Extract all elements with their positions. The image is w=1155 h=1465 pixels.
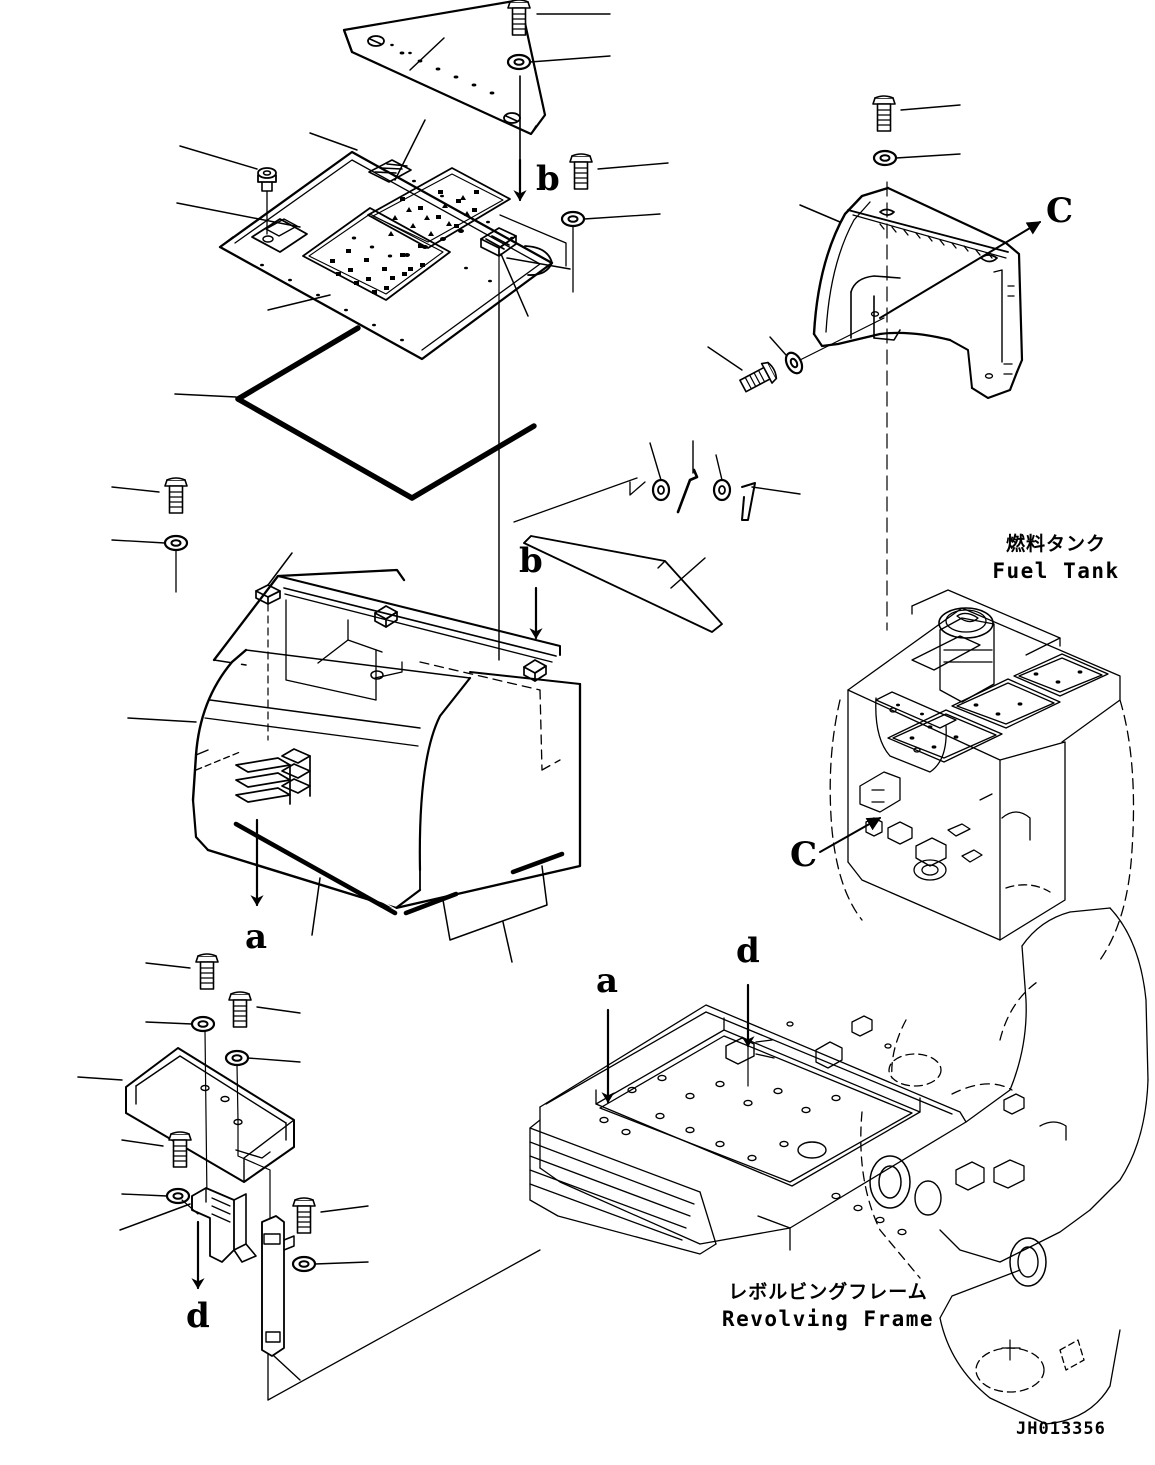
marker-c-lower-arrow bbox=[819, 817, 882, 853]
cover-gasket-seal bbox=[174, 325, 537, 501]
latch-strip bbox=[261, 1215, 301, 1381]
fuel-tank-label-japanese: 燃料タンク bbox=[1005, 533, 1107, 555]
fastener-washer-9 bbox=[291, 1255, 369, 1273]
fastener-bolt-4 bbox=[707, 346, 780, 397]
marker-d-lower: d bbox=[186, 1296, 210, 1336]
fastener-washer-4 bbox=[769, 317, 885, 378]
hinge-pin-clip bbox=[513, 440, 801, 523]
marker-b-top: b bbox=[536, 159, 560, 199]
hood-seal-strips bbox=[233, 820, 565, 963]
fuel-tank bbox=[829, 589, 1135, 961]
leader-hinge bbox=[394, 119, 426, 181]
leader-latch bbox=[506, 257, 571, 270]
marker-d-upper-arrow bbox=[725, 983, 775, 1087]
fastener-washer-7 bbox=[224, 1049, 301, 1247]
fastener-bolt-1 bbox=[507, 0, 611, 36]
revolving-frame bbox=[529, 907, 1149, 1425]
leader-latch2 bbox=[500, 253, 529, 317]
fastener-bolt-6 bbox=[145, 953, 219, 990]
mount-bracket bbox=[119, 1187, 257, 1263]
fastener-bolt-5 bbox=[111, 477, 188, 514]
revolving-frame-label-english: Revolving Frame bbox=[721, 1307, 935, 1331]
fastener-washer-2 bbox=[560, 210, 661, 293]
drawing-number: JH013356 bbox=[1016, 1419, 1106, 1439]
fastener-bolt-7 bbox=[228, 991, 301, 1028]
marker-c-upper: C bbox=[1046, 191, 1074, 231]
gas-stay-rod bbox=[523, 535, 723, 633]
marker-d-upper: d bbox=[736, 931, 760, 971]
leader-vent-b bbox=[267, 294, 331, 311]
fastener-bolt-3 bbox=[872, 95, 961, 132]
marker-a-upper: a bbox=[245, 917, 268, 957]
leader-cover-top bbox=[309, 132, 358, 151]
fastener-washer-5 bbox=[111, 534, 189, 593]
fuel-tank-label-english: Fuel Tank bbox=[992, 559, 1120, 583]
marker-c-lower: C bbox=[790, 835, 818, 875]
top-cover-panel bbox=[218, 150, 554, 361]
marker-c-upper-arrow bbox=[879, 221, 1042, 319]
leader-hood-left bbox=[127, 717, 197, 723]
leader-hinge-path bbox=[499, 214, 567, 267]
fastener-washer-1 bbox=[506, 53, 611, 71]
perforated-strip bbox=[342, 0, 547, 136]
fastener-washer-8 bbox=[121, 1187, 199, 1215]
fastener-washer-6 bbox=[145, 1015, 216, 1201]
rubber-bumper bbox=[179, 145, 277, 235]
leader-cover-left bbox=[176, 202, 301, 228]
engine-hood bbox=[191, 552, 582, 910]
fastener-washer-3 bbox=[872, 149, 961, 167]
side-guard-panel bbox=[799, 186, 1024, 400]
fastener-bolt-8 bbox=[121, 1131, 192, 1168]
marker-b-mid: b bbox=[519, 541, 543, 581]
revolving-frame-label-japanese: レボルビングフレーム bbox=[728, 1281, 928, 1303]
marker-a-lower: a bbox=[596, 961, 619, 1001]
fastener-bolt-9 bbox=[292, 1197, 369, 1234]
fastener-bolt-2 bbox=[569, 153, 669, 190]
